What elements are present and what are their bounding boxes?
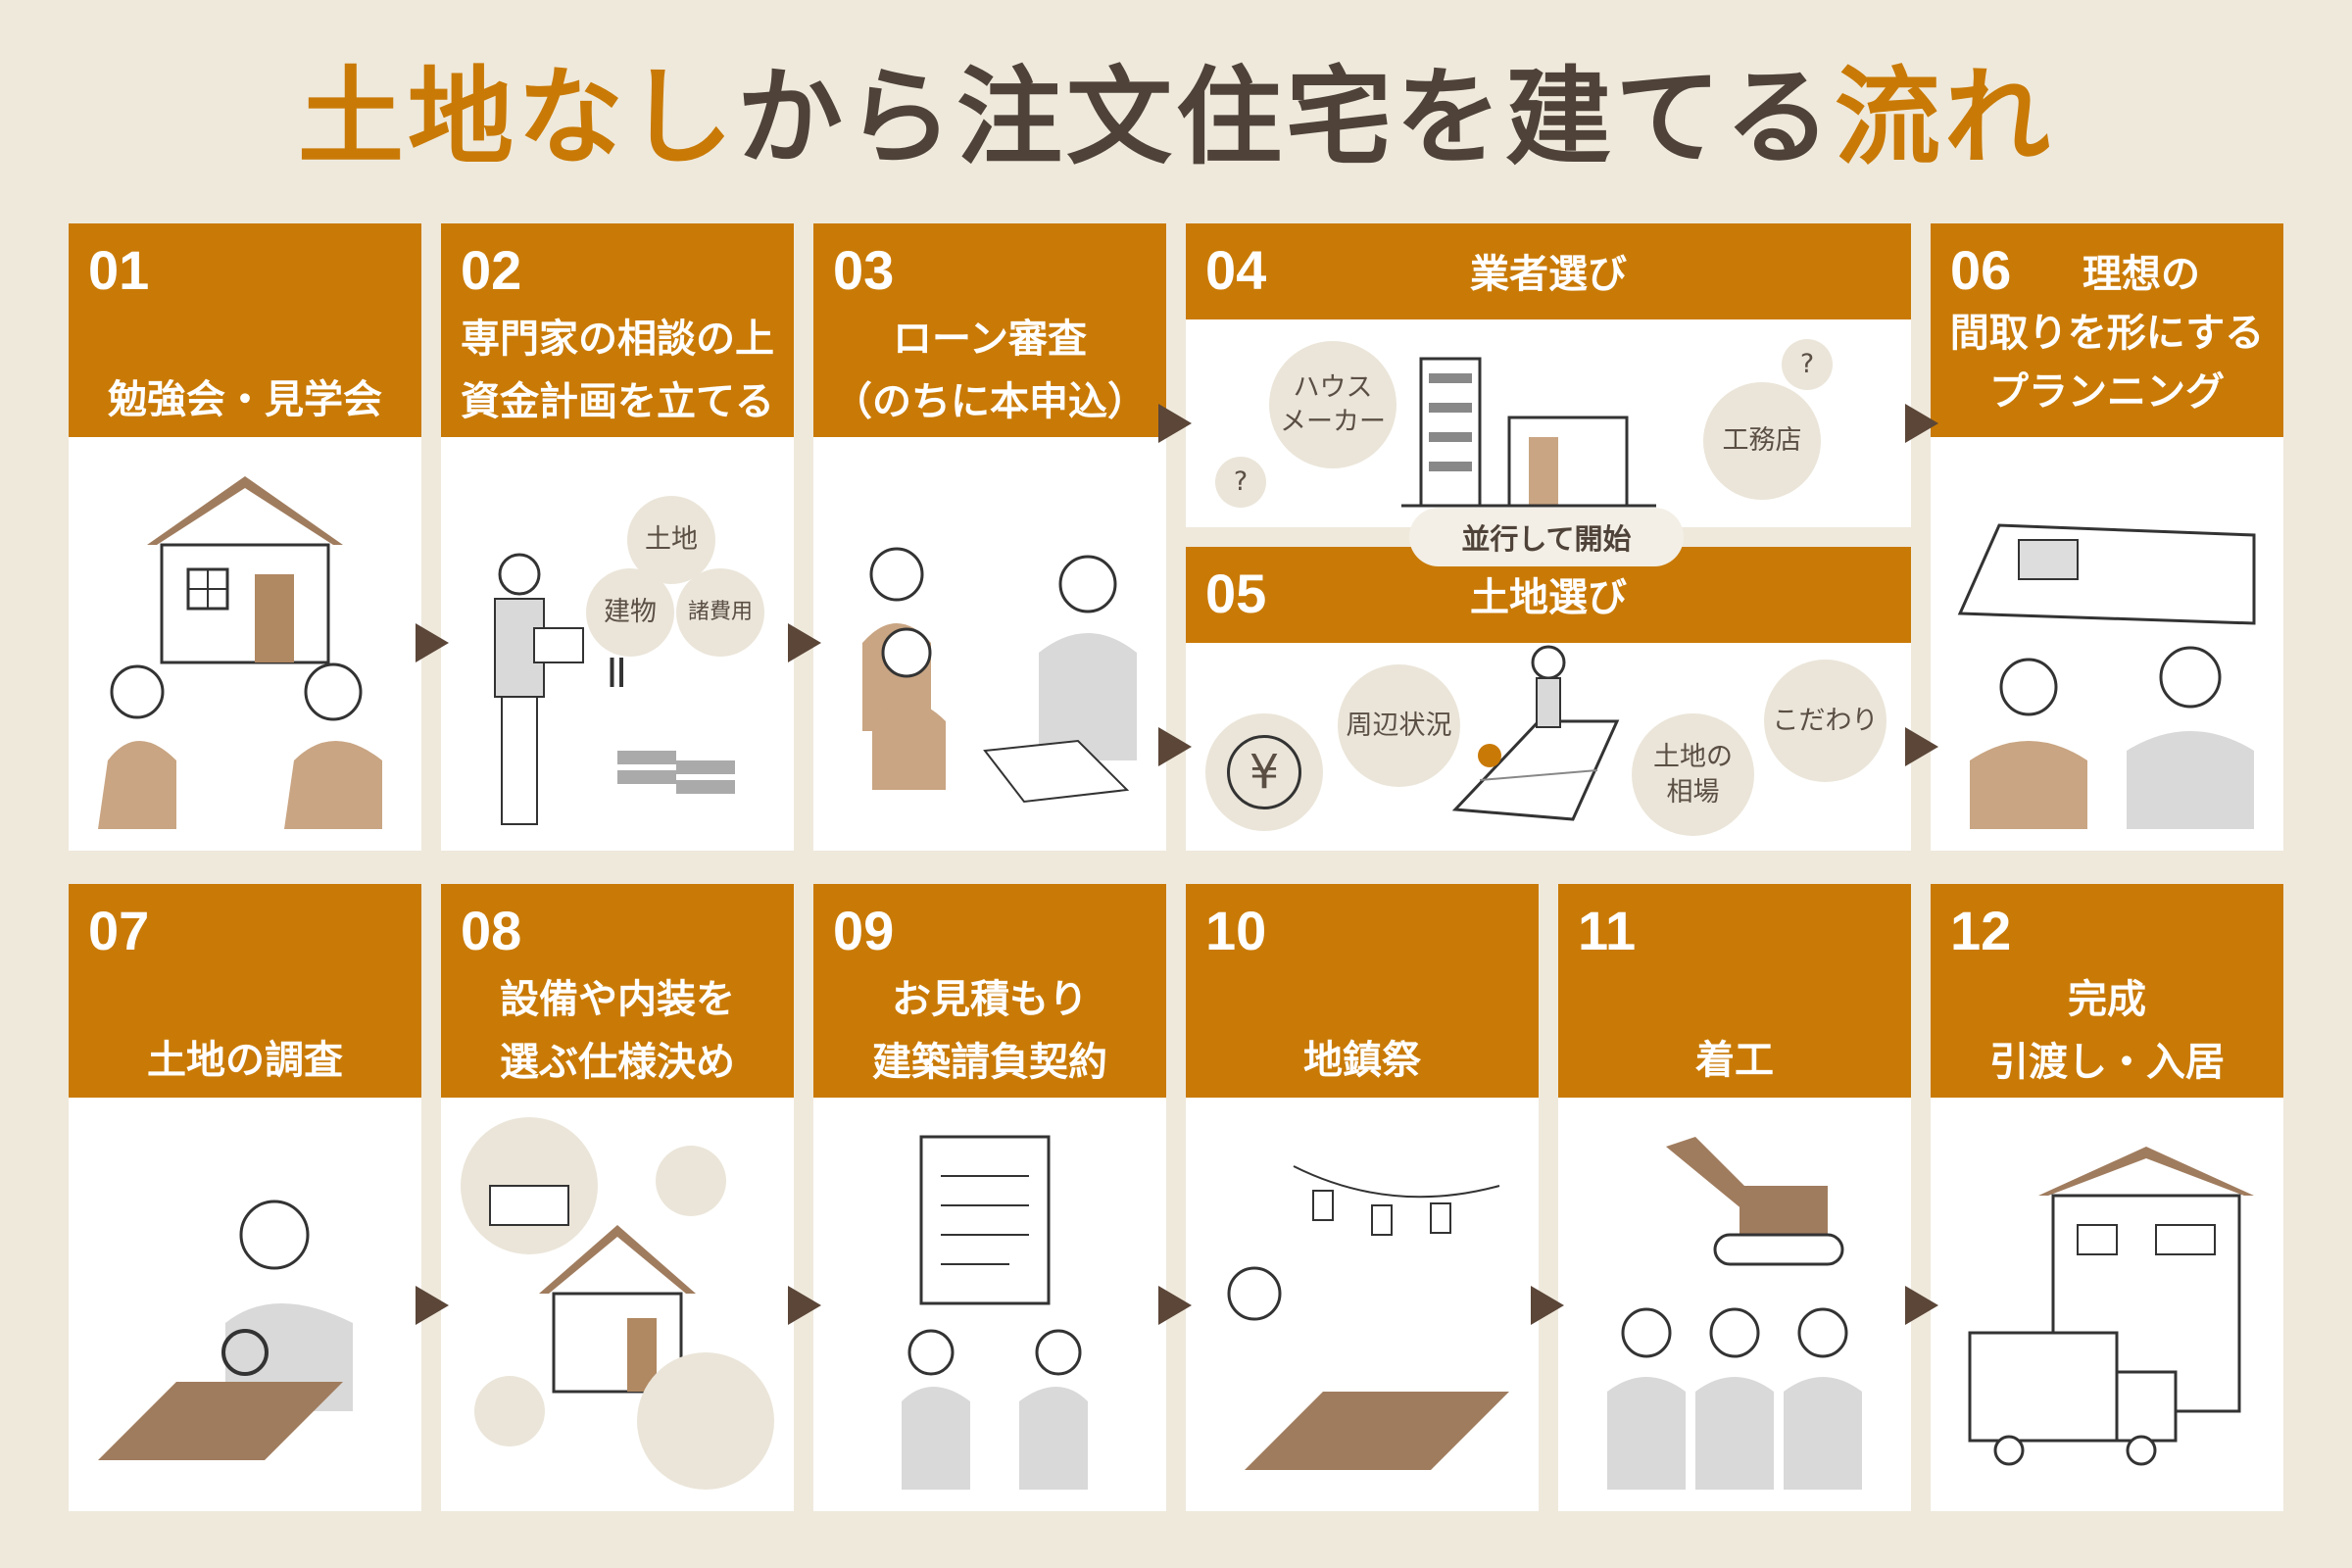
arrow-right-icon: [416, 1286, 449, 1325]
step-header: 08 設備や内装を 選ぶ仕様決め: [441, 884, 794, 1098]
document-handshake-icon: [902, 1135, 1088, 1490]
shrine-rope-icon: [1227, 1165, 1509, 1470]
arrow-right-icon: [788, 623, 821, 662]
step-card-10: 10 地鎮祭: [1186, 884, 1539, 1511]
step-number: 12: [1950, 900, 2012, 961]
arrow-right-icon: [788, 1286, 821, 1325]
step-card-08: 08 設備や内装を 選ぶ仕様決め: [441, 884, 794, 1511]
excavator-icon: [1607, 1137, 1862, 1490]
step-label: 業者選び: [1470, 252, 1627, 297]
step-card-04: 04 業者選び ハウス メーカー 工務店 ? ?: [1186, 223, 1911, 527]
step-label: 専門家の相談の上 資金計画を立てる: [461, 317, 774, 424]
house-couple-icon: [98, 476, 382, 829]
step-card-09: 09 お見積もり 建築請負契約: [813, 884, 1166, 1511]
specification-illustration: [441, 1098, 794, 1511]
land-selection-illustration: [1186, 643, 1911, 851]
step-card-01: 01 勉強会・見学会: [69, 223, 421, 851]
bubble-misc-costs: 諸費用: [676, 568, 764, 657]
land-survey-illustration: [69, 1098, 421, 1511]
step-header: 01 勉強会・見学会: [69, 223, 421, 437]
builder-selection-illustration: [1186, 319, 1911, 527]
step-label: 土地選び: [1470, 575, 1627, 620]
step-label: 理想の 間取りを形にする プランニング: [1949, 252, 2265, 415]
house-interior-icon: [461, 1117, 774, 1490]
step-label: ローン審査 （のちに本申込）: [833, 317, 1147, 424]
arrow-right-icon: [1158, 1286, 1192, 1325]
arrow-right-icon: [1158, 404, 1192, 443]
arrow-right-icon: [1905, 1286, 1938, 1325]
equal-sign: =: [590, 652, 645, 693]
title-part-1: 土地なし: [297, 57, 737, 179]
title-part-2: から注文住宅を建てる: [736, 57, 1835, 179]
step-number: 05: [1205, 563, 1267, 624]
title-part-3: 流れ: [1835, 57, 2055, 179]
meeting-icon: [862, 547, 1137, 804]
study-session-illustration: [69, 437, 421, 851]
construction-start-illustration: [1558, 1098, 1911, 1511]
step-card-11: 11 着工: [1558, 884, 1911, 1511]
step-label: 着工: [1695, 1038, 1774, 1083]
bubble-question-2: ?: [1215, 457, 1266, 508]
step-number: 04: [1205, 239, 1267, 301]
step-number: 08: [461, 900, 522, 961]
bubble-local-builder: 工務店: [1703, 382, 1821, 500]
completion-illustration: [1931, 1098, 2283, 1511]
arrow-right-icon: [1905, 404, 1938, 443]
loan-review-illustration: [813, 437, 1166, 851]
step-label: 地鎮祭: [1303, 1038, 1421, 1083]
step-number: 07: [88, 900, 150, 961]
step-card-12: 12 完成 引渡し・入居: [1931, 884, 2283, 1511]
buildings-icon: [1401, 357, 1656, 508]
bubble-preferences: こだわり: [1764, 660, 1886, 782]
bubble-house-maker: ハウス メーカー: [1269, 341, 1396, 468]
step-label: お見積もり 建築請負契約: [872, 977, 1107, 1085]
house-truck-icon: [1968, 1147, 2254, 1466]
step-label: 土地の調査: [147, 1038, 343, 1083]
arrow-right-icon: [1905, 727, 1938, 766]
step-number: 06: [1950, 239, 2012, 301]
step-number: 09: [833, 900, 895, 961]
financial-planning-illustration: [441, 437, 794, 851]
advisor-icon: [494, 553, 735, 825]
step-card-07: 07 土地の調査: [69, 884, 421, 1511]
step-header: 07 土地の調査: [69, 884, 421, 1098]
step-header: 06 理想の 間取りを形にする プランニング: [1931, 223, 2283, 437]
page-title: 土地なしから注文住宅を建てる流れ: [0, 55, 2352, 182]
step-header: 11 着工: [1558, 884, 1911, 1098]
magnifier-icon: [98, 1200, 353, 1460]
step-card-02: 02 専門家の相談の上 資金計画を立てる 土地 建物 諸費用 =: [441, 223, 794, 851]
step-label: 勉強会・見学会: [108, 377, 382, 422]
step-label: 設備や内装を 選ぶ仕様決め: [500, 977, 735, 1085]
step-card-06: 06 理想の 間取りを形にする プランニング: [1931, 223, 2283, 851]
step-number: 01: [88, 239, 150, 301]
step-header: 10 地鎮祭: [1186, 884, 1539, 1098]
planning-illustration: [1931, 437, 2283, 851]
parallel-start-label: 並行して開始: [1409, 508, 1684, 566]
step-number: 10: [1205, 900, 1267, 961]
map-icon: [1451, 645, 1620, 821]
step-number: 02: [461, 239, 522, 301]
bubble-surroundings: 周辺状況: [1338, 664, 1460, 787]
arrow-right-icon: [1531, 1286, 1564, 1325]
step-label: 完成 引渡し・入居: [1989, 977, 2225, 1085]
step-header: 09 お見積もり 建築請負契約: [813, 884, 1166, 1098]
step-header: 04 業者選び: [1186, 223, 1911, 319]
step-header: 12 完成 引渡し・入居: [1931, 884, 2283, 1098]
contract-illustration: [813, 1098, 1166, 1511]
bubble-building: 建物: [586, 568, 674, 657]
step-card-05: 05 土地選び ¥ 周辺状況 土地の 相場 こだわり: [1186, 547, 1911, 851]
arrow-right-icon: [416, 623, 449, 662]
step-number: 03: [833, 239, 895, 301]
ground-breaking-illustration: [1186, 1098, 1539, 1511]
step-card-03: 03 ローン審査 （のちに本申込）: [813, 223, 1166, 851]
bubble-land-price: 土地の 相場: [1632, 713, 1754, 836]
bubble-question-1: ?: [1782, 339, 1833, 390]
step-header: 02 専門家の相談の上 資金計画を立てる: [441, 223, 794, 437]
step-number: 11: [1578, 900, 1637, 961]
step-header: 03 ローン審査 （のちに本申込）: [813, 223, 1166, 437]
bubble-yen: ¥: [1205, 713, 1323, 831]
arrow-right-icon: [1158, 727, 1192, 766]
floor-plan-icon: [1957, 523, 2256, 829]
